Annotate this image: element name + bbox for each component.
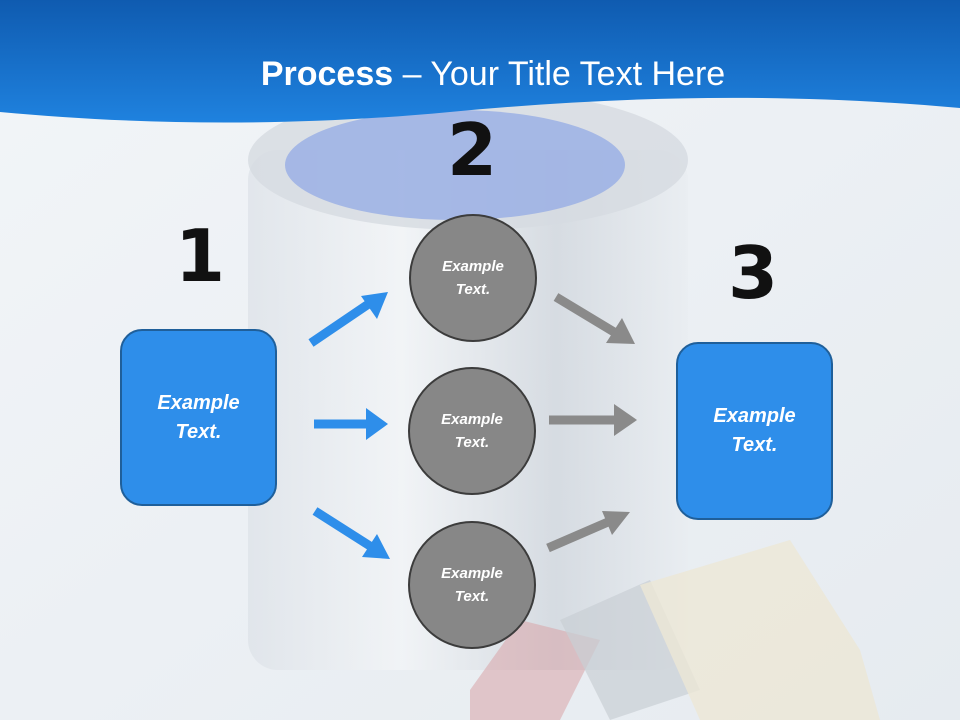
- circle-bottom-label-line2: Text.: [454, 588, 490, 605]
- circle-bottom-label-line1: Example: [441, 565, 503, 582]
- step-number-3: 3: [727, 231, 779, 315]
- blue-arrow-up: [308, 292, 388, 347]
- gray-arrow-right: [549, 404, 637, 436]
- brush-bristles: [640, 540, 880, 720]
- step-1-label-line1: Example: [157, 391, 240, 414]
- step-1-label-line2: Text.: [175, 420, 222, 443]
- blue-paint: [285, 110, 625, 220]
- title-bold: Process: [260, 55, 394, 93]
- header-banner: [0, 0, 960, 123]
- circle-top-label-line1: Example: [442, 258, 504, 275]
- gray-arrow-down: [553, 293, 635, 344]
- circle-top-label-line2: Text.: [455, 281, 491, 298]
- brush-handle: [470, 620, 600, 720]
- step-3-label-line2: Text.: [731, 434, 778, 456]
- gray-arrow-up: [546, 511, 630, 553]
- step-3-label-line1: Example: [713, 405, 796, 427]
- blue-arrow-down: [312, 507, 390, 559]
- title-rest: – Your Title Text Here: [393, 55, 726, 93]
- slide-title: Process – Your Title Text Here: [0, 52, 960, 96]
- step-number-1: 1: [174, 214, 226, 298]
- blue-arrow-right: [314, 408, 388, 440]
- circle-middle-label-line1: Example: [441, 411, 503, 428]
- circle-middle-label-line2: Text.: [454, 434, 490, 451]
- step-number-2: 2: [446, 108, 498, 192]
